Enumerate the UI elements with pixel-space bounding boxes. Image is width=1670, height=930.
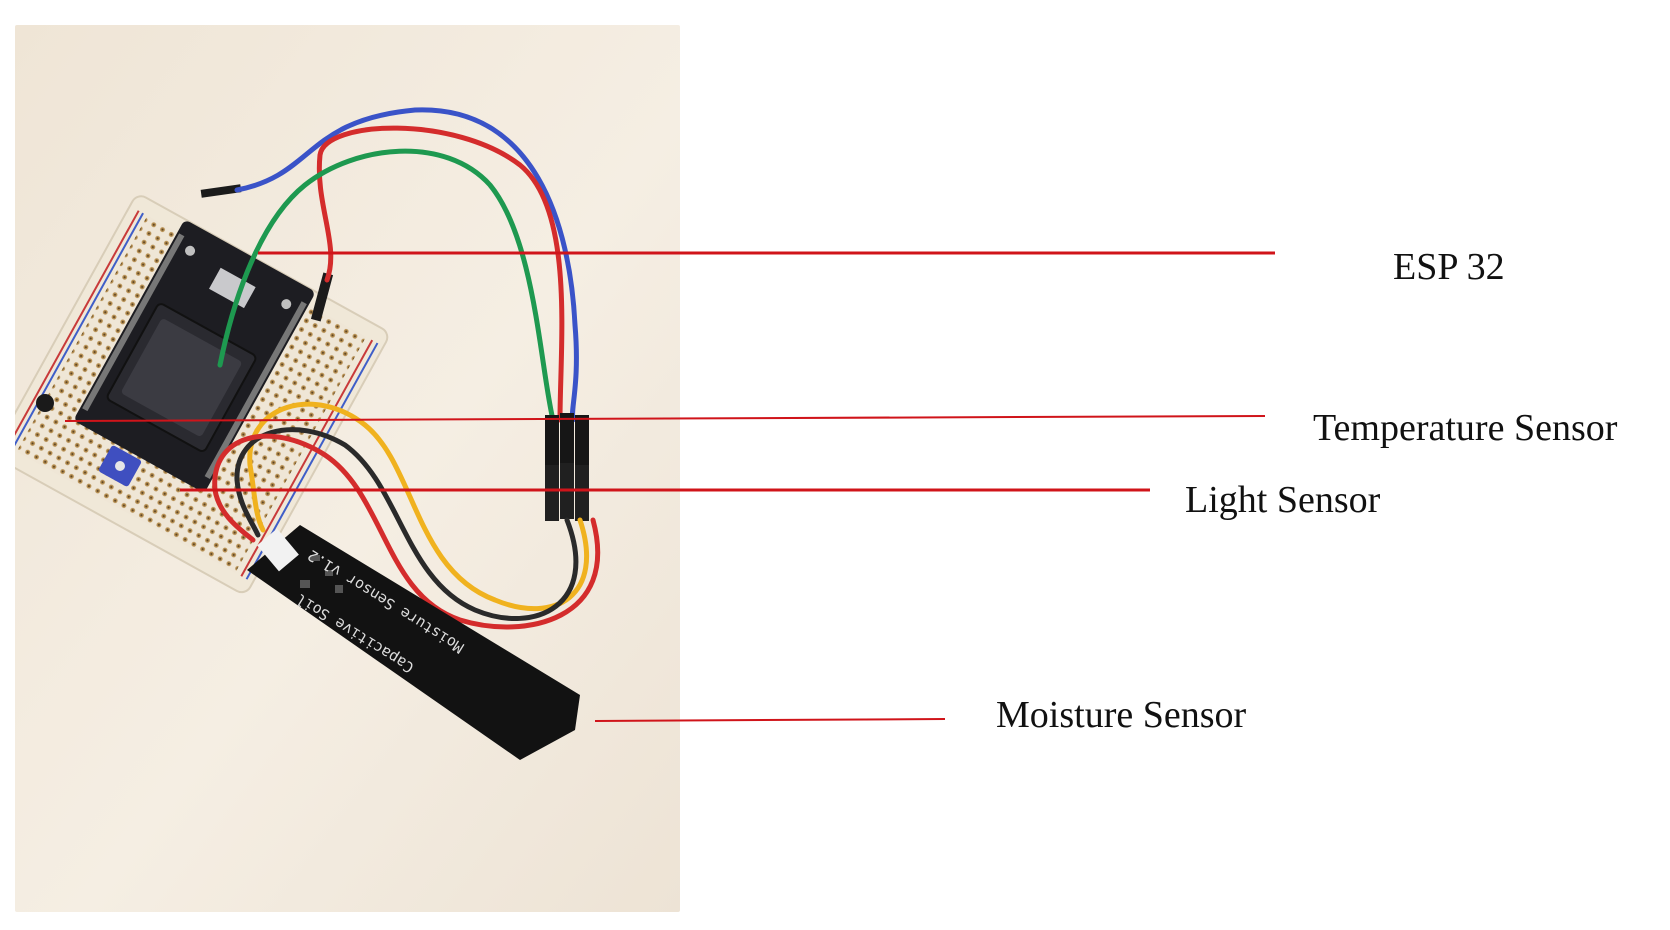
hardware-photo: Capacitive Soil Moisture Sensor v1.2 — [15, 25, 680, 912]
header-pin — [310, 272, 334, 322]
wire-red — [316, 125, 565, 423]
temperature-sensor-chip — [36, 394, 54, 412]
wire-black — [234, 427, 579, 621]
label-moisture-sensor: Moisture Sensor — [996, 694, 1247, 736]
header-pin — [200, 184, 242, 198]
wire-green — [217, 148, 556, 423]
esp32-board — [75, 221, 314, 491]
wire-blue — [234, 107, 579, 423]
label-light-sensor: Light Sensor — [1185, 479, 1381, 521]
label-esp32: ESP 32 — [1393, 246, 1505, 288]
label-temperature-sensor: Temperature Sensor — [1313, 407, 1618, 449]
dupont-connector — [545, 413, 589, 521]
